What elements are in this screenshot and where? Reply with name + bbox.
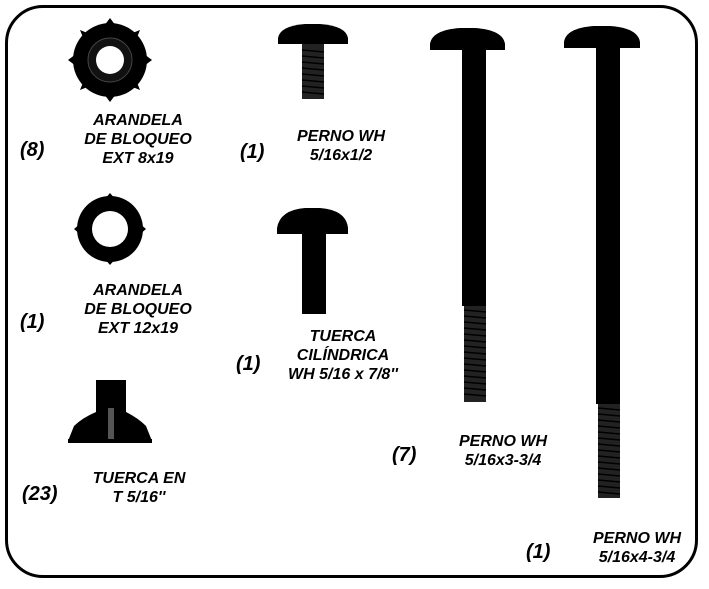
washer-8x19-quantity: (8) (20, 139, 45, 161)
t-nut-icon (68, 380, 152, 443)
t-nut-label-line-1: TUERCA EN (92, 470, 186, 487)
barrel-nut-label-line-1: TUERCA (309, 328, 377, 345)
short-bolt-quantity: (1) (240, 141, 265, 163)
washer-8x19-label: ARANDELA DE BLOQUEO EXT 8x19 (68, 111, 208, 168)
barrel-nut-quantity: (1) (236, 353, 261, 375)
barrel-nut-label-line-3: WH 5/16 x 7/8'' (288, 366, 398, 383)
long-bolt-3-3-4-icon (430, 28, 505, 402)
washer-12x19-label-line-1: ARANDELA (93, 282, 183, 299)
long-bolt-3-3-4-quantity: (7) (392, 444, 417, 466)
long-bolt-4-3-4-label: PERNO WH 5/16x4-3/4 (574, 529, 700, 567)
t-nut-label: TUERCA EN T 5/16'' (74, 469, 204, 507)
washer-8x19-label-line-2: DE BLOQUEO (84, 131, 192, 148)
short-bolt-label-line-1: PERNO WH (297, 128, 385, 145)
washer-8x19-label-line-1: ARANDELA (93, 112, 183, 129)
short-bolt-icon (278, 24, 348, 99)
washer-12x19-quantity: (1) (20, 311, 45, 333)
washer-12x19-label-line-3: EXT 12x19 (97, 320, 179, 337)
long-bolt-4-3-4-icon (564, 26, 640, 498)
barrel-nut-label: TUERCA CILÍNDRICA WH 5/16 x 7/8'' (268, 327, 418, 384)
external-lock-washer-12x19-icon (74, 193, 146, 265)
washer-12x19-label-line-2: DE BLOQUEO (84, 301, 192, 318)
short-bolt-label-line-2: 5/16x1/2 (309, 147, 373, 164)
barrel-nut-label-line-2: CILÍNDRICA (296, 347, 390, 364)
long-bolt-4-3-4-quantity: (1) (526, 541, 551, 563)
washer-8x19-label-line-3: EXT 8x19 (102, 150, 174, 167)
long-bolt-3-3-4-label-line-2: 5/16x3-3/4 (464, 452, 542, 469)
washer-12x19-label: ARANDELA DE BLOQUEO EXT 12x19 (68, 281, 208, 338)
long-bolt-3-3-4-label-line-1: PERNO WH (459, 433, 547, 450)
parts-frame (5, 5, 698, 578)
external-lock-washer-8x19-icon (68, 18, 152, 102)
long-bolt-4-3-4-label-line-1: PERNO WH (593, 530, 681, 547)
long-bolt-4-3-4-label-line-2: 5/16x4-3/4 (598, 549, 676, 566)
t-nut-quantity: (23) (22, 483, 58, 505)
short-bolt-label: PERNO WH 5/16x1/2 (286, 127, 396, 165)
t-nut-label-line-2: T 5/16'' (112, 489, 166, 506)
long-bolt-3-3-4-label: PERNO WH 5/16x3-3/4 (440, 432, 566, 470)
barrel-nut-icon (277, 208, 348, 314)
